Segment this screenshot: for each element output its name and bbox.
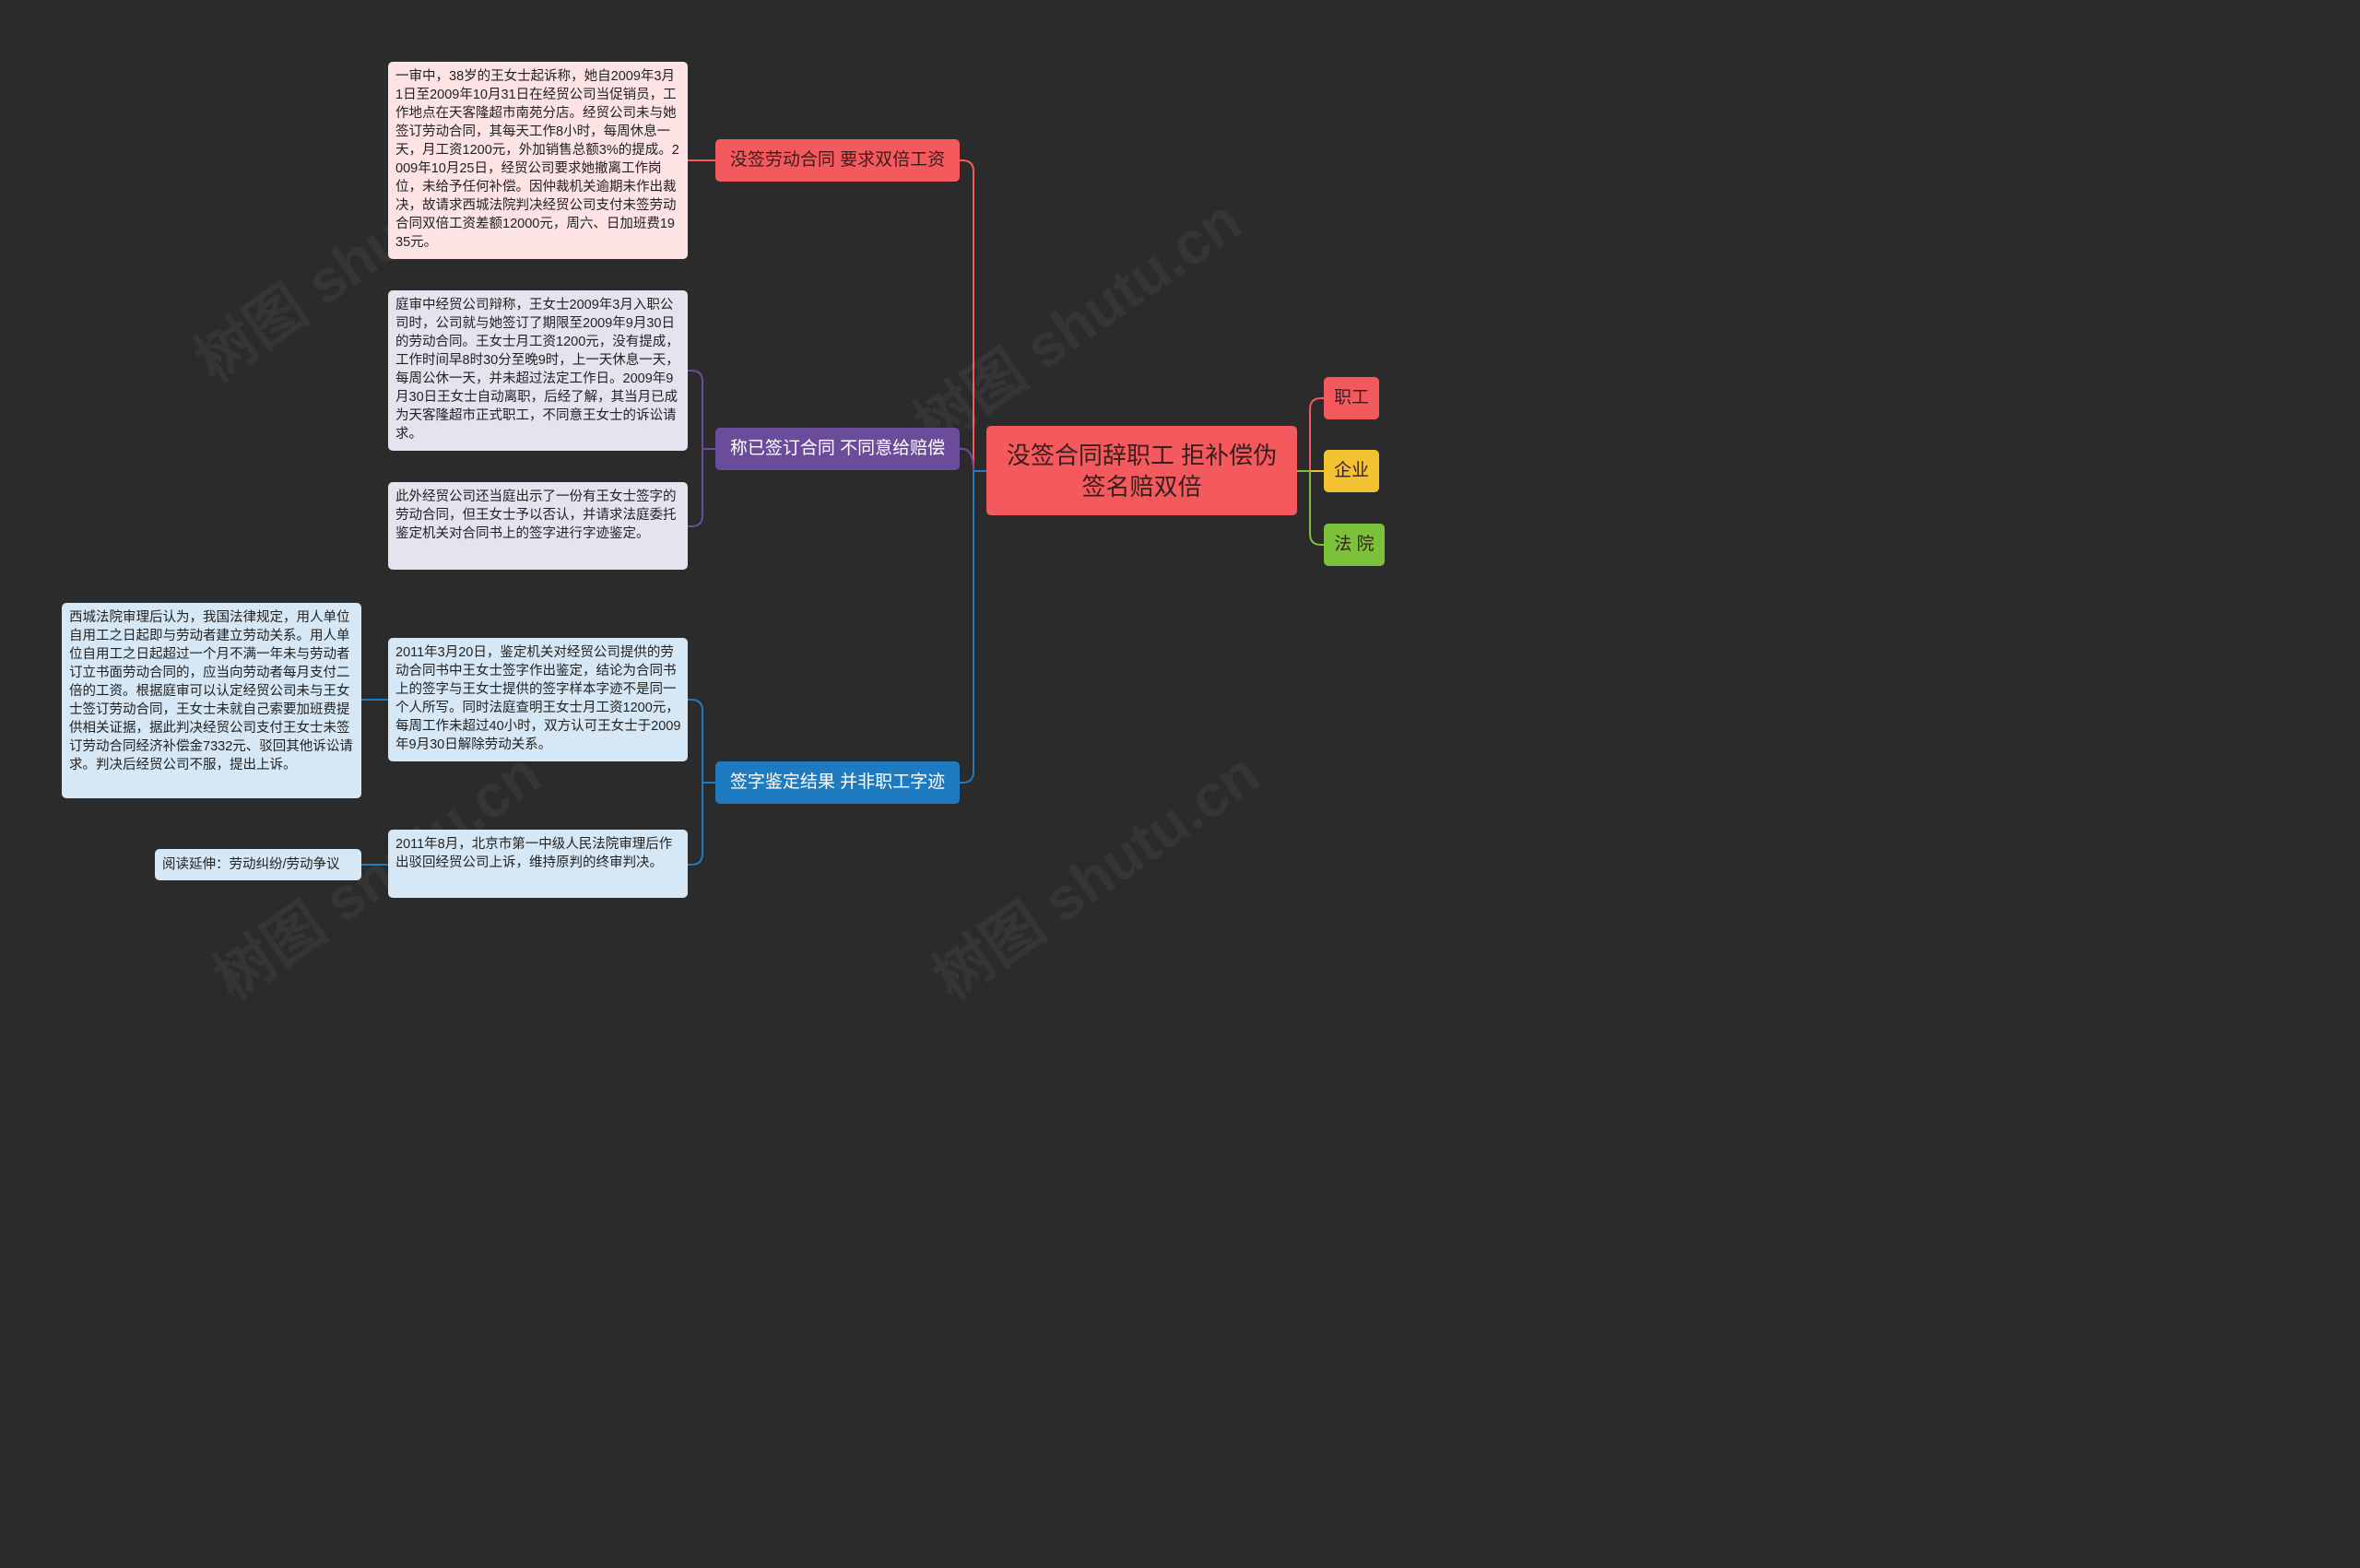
watermark: 树图 shutu.cn [921, 739, 1271, 1012]
root-topic-label: 没签合同辞职工 拒补偿伪签名赔双倍 [1006, 441, 1278, 501]
root-topic[interactable]: 没签合同辞职工 拒补偿伪签名赔双倍 [986, 426, 1297, 515]
edge-root-tag-1 [1297, 397, 1324, 472]
edge-root-branch-2 [960, 448, 986, 472]
leaf-final-ruling[interactable]: 2011年8月，北京市第一中级人民法院审理后作出驳回经贸公司上诉，维持原判的终审… [388, 830, 688, 898]
tag-enterprise[interactable]: 企业 [1324, 450, 1379, 492]
edge-branch-2-leaves [688, 370, 715, 527]
leaf-court-ruling[interactable]: 西城法院审理后认为，我国法律规定，用人单位自用工之日起即与劳动者建立劳动关系。用… [62, 603, 361, 798]
branch-no-contract[interactable]: 没签劳动合同 要求双倍工资 [715, 139, 960, 182]
tag-employee[interactable]: 职工 [1324, 377, 1379, 419]
edge-branch-3-leaves [688, 699, 715, 866]
leaf-appraisal[interactable]: 2011年3月20日，鉴定机关对经贸公司提供的劳动合同书中王女士签字作出鉴定，结… [388, 638, 688, 761]
tag-court[interactable]: 法 院 [1324, 524, 1385, 566]
branch-signature-appraisal[interactable]: 签字鉴定结果 并非职工字迹 [715, 761, 960, 804]
leaf-company-defense[interactable]: 庭审中经贸公司辩称，王女士2009年3月入职公司时，公司就与她签订了期限至200… [388, 290, 688, 451]
leaf-contract-shown[interactable]: 此外经贸公司还当庭出示了一份有王女士签字的劳动合同，但王女士予以否认，并请求法庭… [388, 482, 688, 570]
leaf-read-more[interactable]: 阅读延伸：劳动纠纷/劳动争议 [155, 849, 361, 880]
watermark: 树图 shutu.cn [903, 186, 1253, 459]
edge-root-tag-3 [1297, 470, 1324, 546]
branch-claims-signed[interactable]: 称已签订合同 不同意给赔偿 [715, 428, 960, 470]
edge-root-branch-3 [960, 470, 986, 784]
mindmap-canvas: 树图 shutu.cn 树图 shutu.cn 树图 shutu.cn 树图 s… [0, 0, 1446, 1012]
leaf-first-trial[interactable]: 一审中，38岁的王女士起诉称，她自2009年3月1日至2009年10月31日在经… [388, 62, 688, 259]
